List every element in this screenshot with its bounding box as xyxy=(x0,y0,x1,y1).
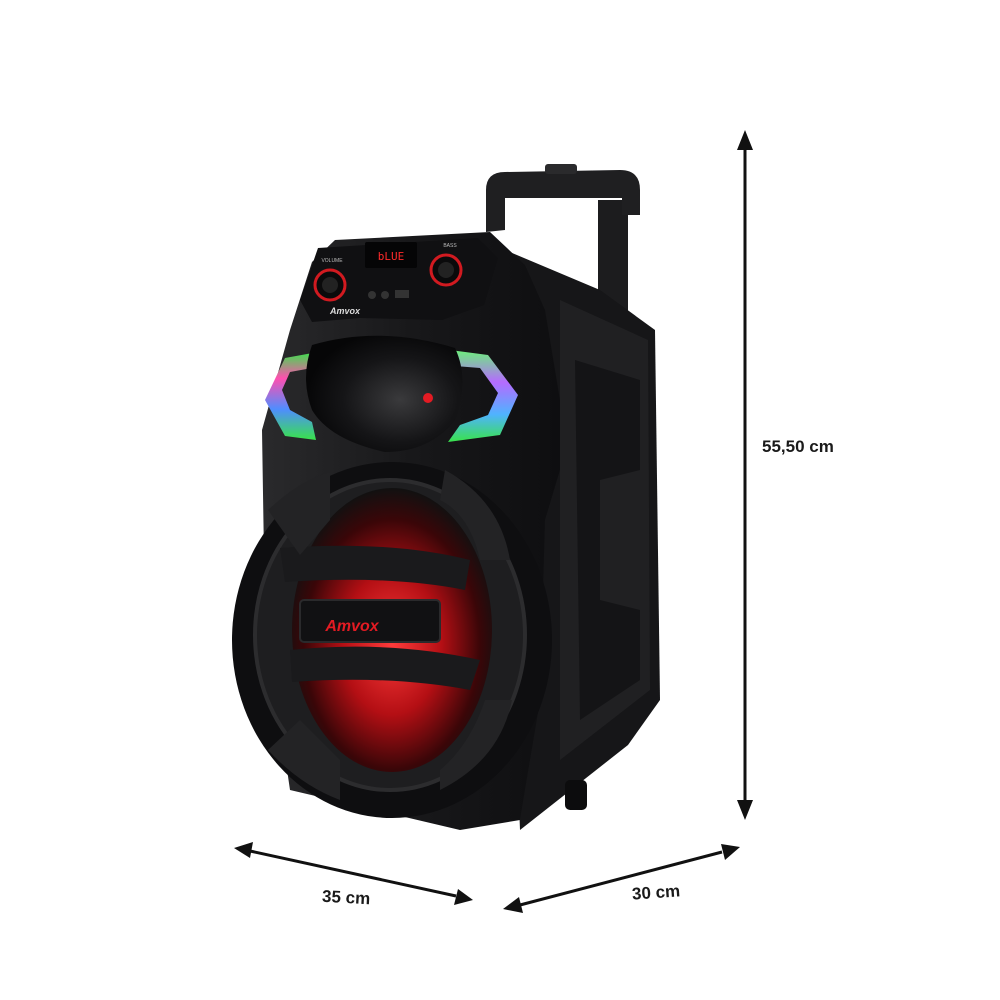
width-dimension-line xyxy=(249,849,457,898)
horn-tweeter xyxy=(306,335,463,452)
dimension-lines xyxy=(234,130,753,913)
height-dimension-label: 55,50 cm xyxy=(762,437,834,456)
bass-label: BASS xyxy=(443,243,457,249)
rgb-led-lights xyxy=(265,350,518,442)
display-readout: bLUE xyxy=(378,250,405,263)
depth-arrow-right xyxy=(721,844,740,860)
panel-brand-logo: Amvox xyxy=(329,306,361,316)
height-arrow-top xyxy=(737,130,753,150)
depth-dimension-line xyxy=(519,850,723,907)
width-dimension-label: 35 cm xyxy=(321,886,371,909)
volume-label: VOLUME xyxy=(321,258,343,264)
woofer: Amvox xyxy=(232,462,552,818)
control-panel: bLUE VOLUME BASS Amvox xyxy=(300,238,498,322)
width-arrow-left xyxy=(234,842,253,858)
woofer-brand-logo: Amvox xyxy=(324,618,379,635)
width-arrow-right xyxy=(454,889,473,905)
depth-dimension-label: 30 cm xyxy=(631,881,681,904)
height-arrow-bottom xyxy=(737,800,753,820)
depth-arrow-left xyxy=(503,897,523,913)
